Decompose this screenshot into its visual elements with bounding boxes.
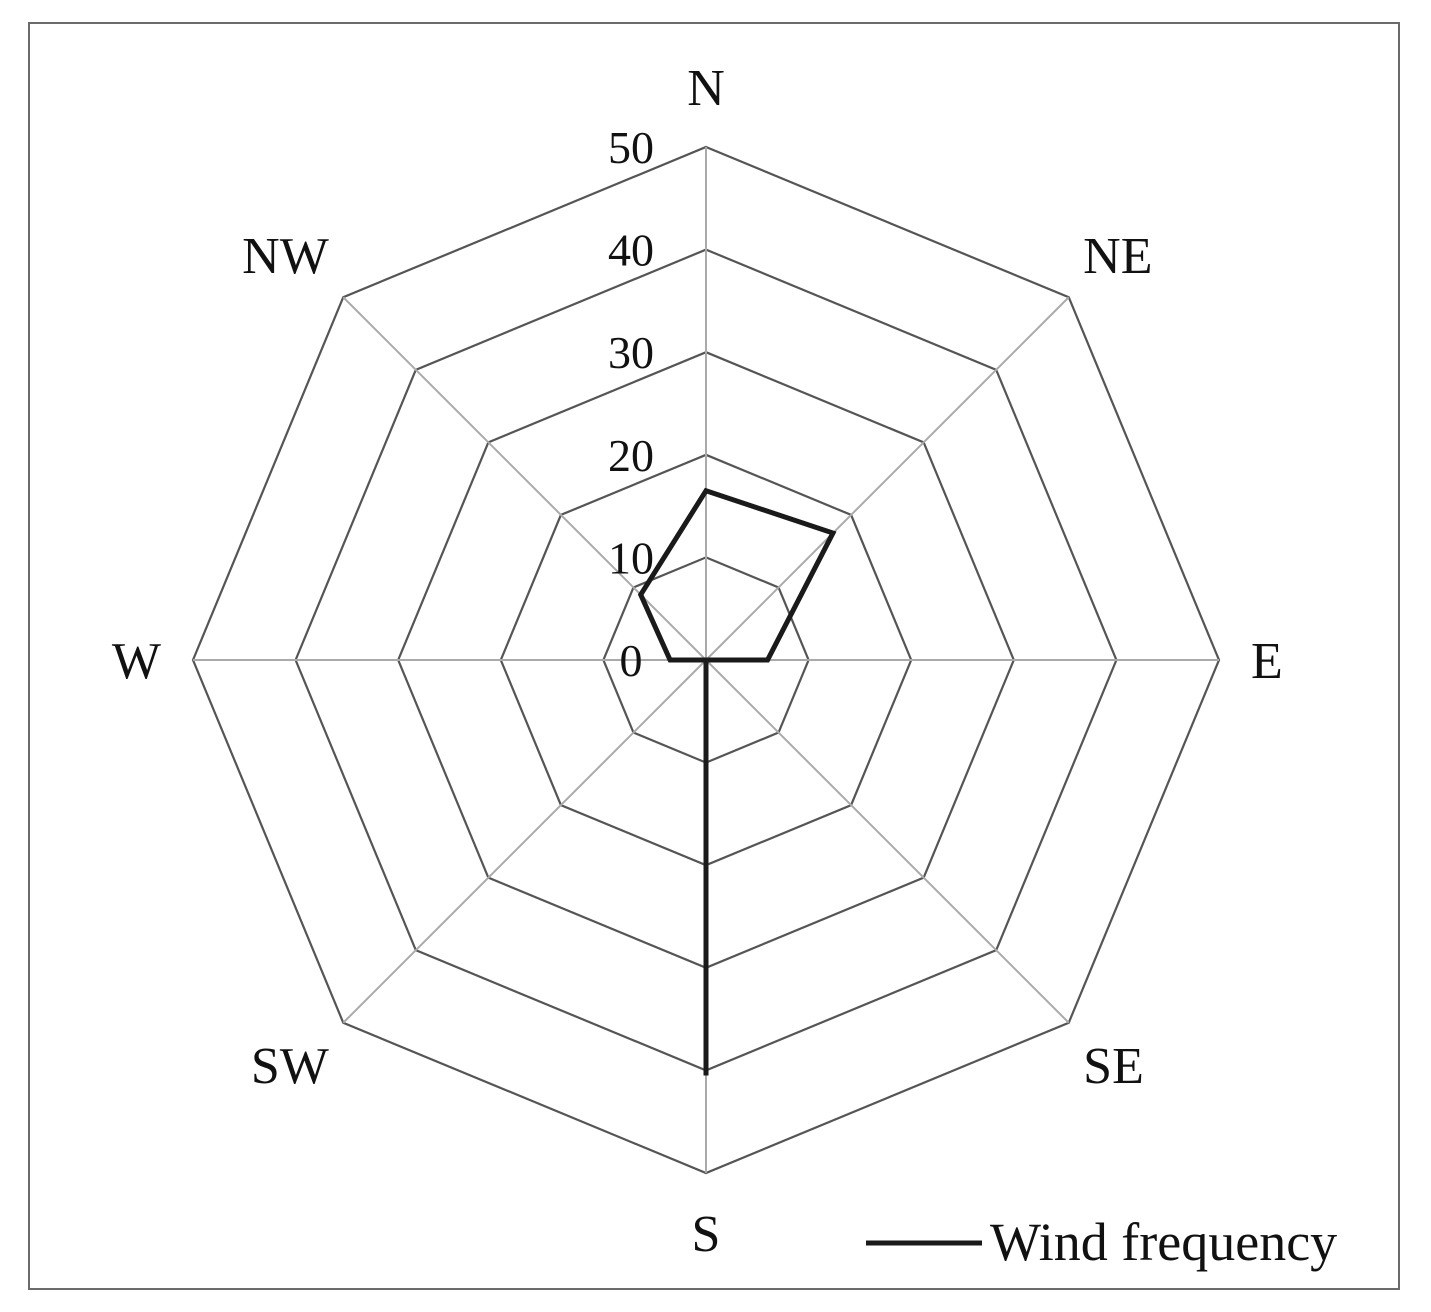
radial-tick-30: 30 [608, 327, 654, 378]
direction-label-nw: NW [242, 228, 329, 285]
radial-tick-50: 50 [608, 122, 654, 173]
direction-labels: N NE E SE S SW W NW [112, 60, 1283, 1263]
spoke-ne [705, 296, 1070, 661]
radial-tick-0: 0 [620, 635, 643, 686]
direction-label-e: E [1251, 633, 1283, 690]
radial-tick-labels: 0 10 20 30 40 50 [608, 122, 654, 686]
spoke-se [705, 659, 1070, 1024]
legend: Wind frequency [866, 1212, 1337, 1272]
legend-label: Wind frequency [990, 1212, 1337, 1272]
direction-label-n: N [687, 60, 725, 117]
chart-frame [28, 22, 1400, 1290]
radar-series [637, 487, 837, 1076]
direction-label-w: W [112, 633, 161, 690]
radial-tick-20: 20 [608, 430, 654, 481]
spoke-sw [342, 659, 707, 1024]
direction-label-ne: NE [1083, 228, 1152, 285]
series-line-0 [637, 487, 837, 1076]
direction-label-s: S [692, 1206, 721, 1263]
direction-label-se: SE [1083, 1038, 1144, 1095]
radial-tick-40: 40 [608, 225, 654, 276]
direction-label-sw: SW [251, 1038, 329, 1095]
radial-tick-10: 10 [608, 532, 654, 583]
